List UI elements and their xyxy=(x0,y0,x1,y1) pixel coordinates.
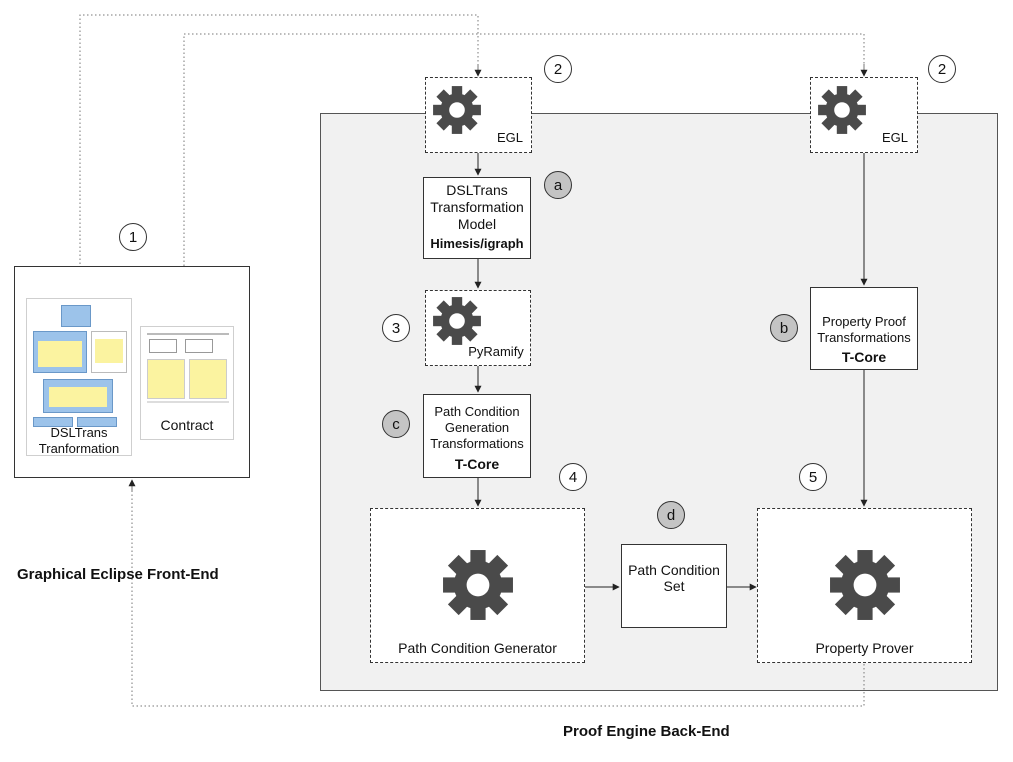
contract-thumbnail[interactable] xyxy=(140,326,234,440)
pc-generator-box[interactable]: Path Condition Generator xyxy=(370,508,585,663)
gear-icon xyxy=(830,550,900,620)
pc-generation-line1: Path Condition xyxy=(434,404,520,419)
backend-caption: Proof Engine Back-End xyxy=(563,723,730,740)
step-marker-4: 4 xyxy=(559,463,587,491)
dsltrans-label-line2: Tranformation xyxy=(38,441,120,456)
pc-set-line1: Path Condition xyxy=(628,562,720,578)
pc-generation-tag: T-Core xyxy=(454,456,500,472)
egl-left-box[interactable]: EGL xyxy=(425,77,532,153)
gear-icon xyxy=(433,86,481,134)
pc-generation-line3: Transformations xyxy=(430,436,524,451)
dotted-line-dsltrans-to-egl-left xyxy=(79,14,479,300)
pc-generation-line2: Generation xyxy=(444,420,510,435)
pc-set-box[interactable]: Path Condition Set xyxy=(621,544,727,628)
property-proof-line1: Property Proof xyxy=(822,314,906,329)
step-marker-5: 5 xyxy=(799,463,827,491)
dotted-line-prover-to-frontend xyxy=(131,482,865,707)
gear-icon xyxy=(433,297,481,345)
dotted-line-contract-to-egl-right xyxy=(183,33,865,326)
property-proof-box[interactable]: Property Proof Transformations T-Core xyxy=(810,287,918,370)
step-marker-2-right: 2 xyxy=(928,55,956,83)
pc-set-line2: Set xyxy=(663,578,685,594)
pc-generation-box[interactable]: Path Condition Generation Transformation… xyxy=(423,394,531,478)
dsltrans-model-line2: Transformation xyxy=(430,199,524,215)
pyramify-label: PyRamify xyxy=(468,344,524,359)
contract-label: Contract xyxy=(160,417,214,433)
step-marker-a: a xyxy=(544,171,572,199)
gear-icon xyxy=(818,86,866,134)
dsltrans-model-line1: DSLTrans xyxy=(446,182,508,198)
step-marker-3: 3 xyxy=(382,314,410,342)
egl-right-box[interactable]: EGL xyxy=(810,77,918,153)
property-proof-tag: T-Core xyxy=(841,349,887,365)
dsltrans-label-line1: DSLTrans xyxy=(50,425,108,440)
gear-icon xyxy=(443,550,513,620)
dsltrans-model-box[interactable]: DSLTrans Transformation Model Himesis/ig… xyxy=(423,177,531,259)
dsltrans-model-tag: Himesis/igraph xyxy=(430,236,524,251)
dsltrans-thumbnail[interactable] xyxy=(26,298,132,456)
dsltrans-model-line3: Model xyxy=(457,216,497,232)
pc-generator-label: Path Condition Generator xyxy=(398,640,557,656)
step-marker-d: d xyxy=(657,501,685,529)
property-proof-line2: Transformations xyxy=(817,330,911,345)
egl-right-label: EGL xyxy=(881,130,908,145)
egl-left-label: EGL xyxy=(496,130,523,145)
step-marker-b: b xyxy=(770,314,798,342)
property-prover-box[interactable]: Property Prover xyxy=(757,508,972,663)
step-marker-2-left: 2 xyxy=(544,55,572,83)
frontend-caption: Graphical Eclipse Front-End xyxy=(17,566,219,583)
property-prover-label: Property Prover xyxy=(815,640,914,656)
step-marker-c: c xyxy=(382,410,410,438)
step-marker-1: 1 xyxy=(119,223,147,251)
pyramify-box[interactable]: PyRamify xyxy=(425,290,531,366)
